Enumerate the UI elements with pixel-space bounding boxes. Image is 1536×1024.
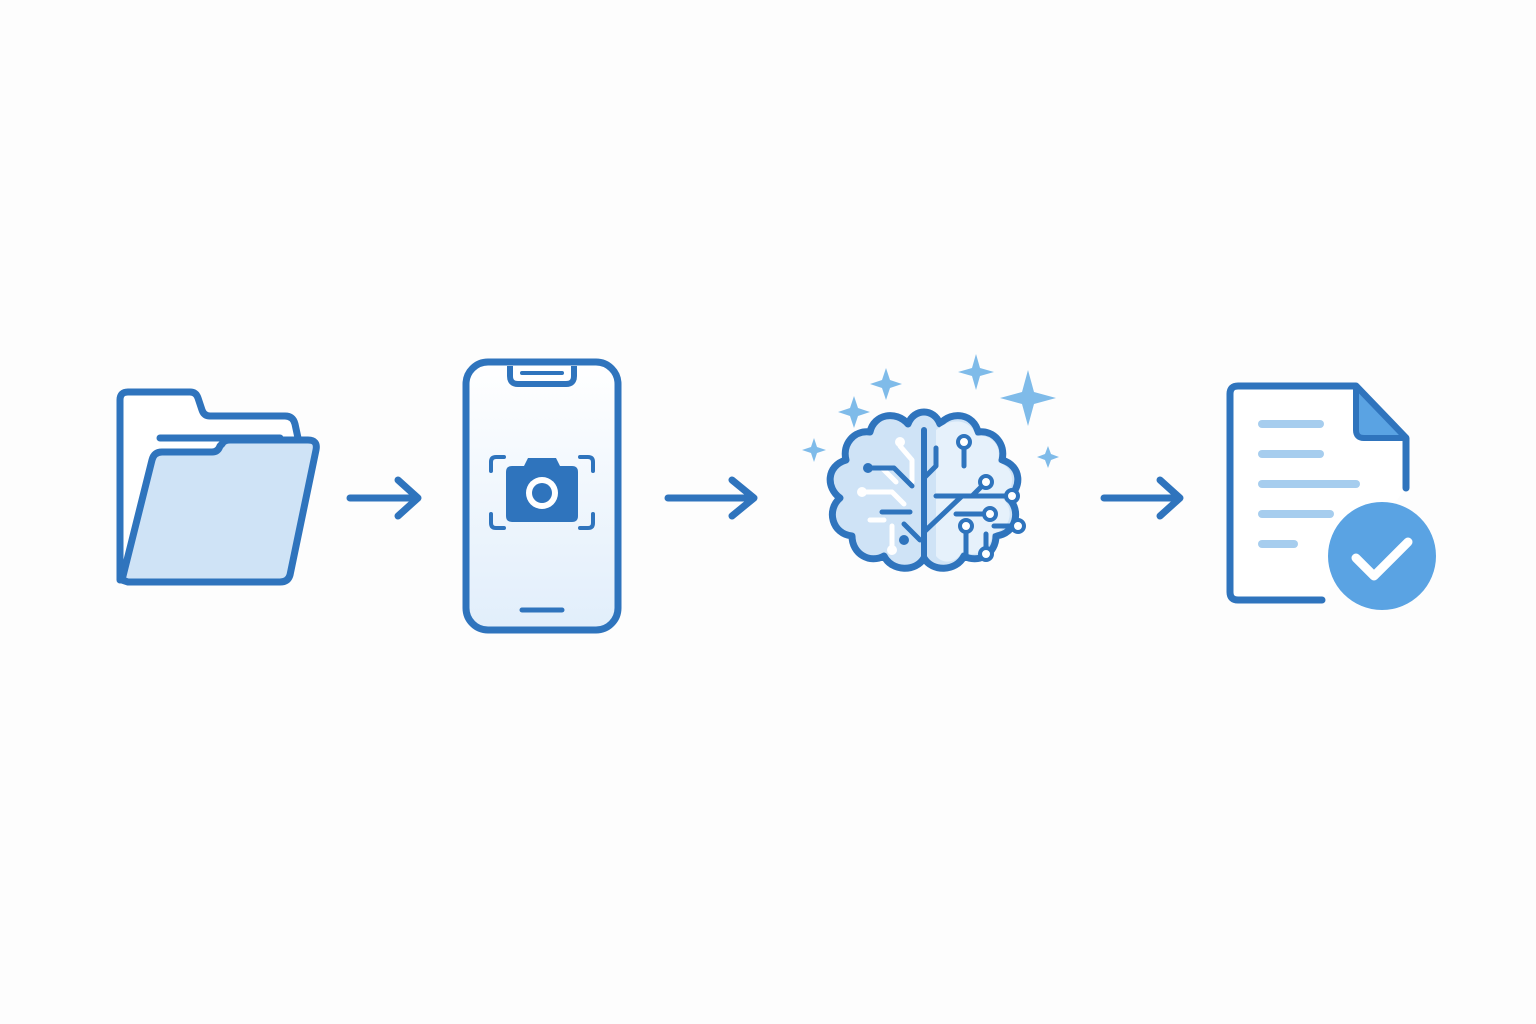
sparkle-icon xyxy=(802,354,1059,468)
arrow-right-icon xyxy=(1100,476,1184,520)
connector-arrow-1 xyxy=(342,470,432,526)
connector-arrow-3 xyxy=(1096,470,1196,526)
ai-circuit-brain-icon xyxy=(802,354,1059,572)
document-checkmark-icon xyxy=(1226,382,1436,610)
arrow-right-icon xyxy=(346,476,422,520)
folder-step xyxy=(100,380,340,600)
verified-document-step xyxy=(1220,378,1450,618)
document-text-lines xyxy=(1258,420,1360,548)
phone-scan-step xyxy=(460,356,624,636)
arrow-right-icon xyxy=(664,476,758,520)
smartphone-camera-scan-icon xyxy=(462,358,622,634)
connector-arrow-2 xyxy=(660,470,770,526)
checkmark-badge-icon xyxy=(1328,502,1436,610)
open-folder-icon xyxy=(116,388,320,586)
ai-brain-step xyxy=(796,350,1066,620)
